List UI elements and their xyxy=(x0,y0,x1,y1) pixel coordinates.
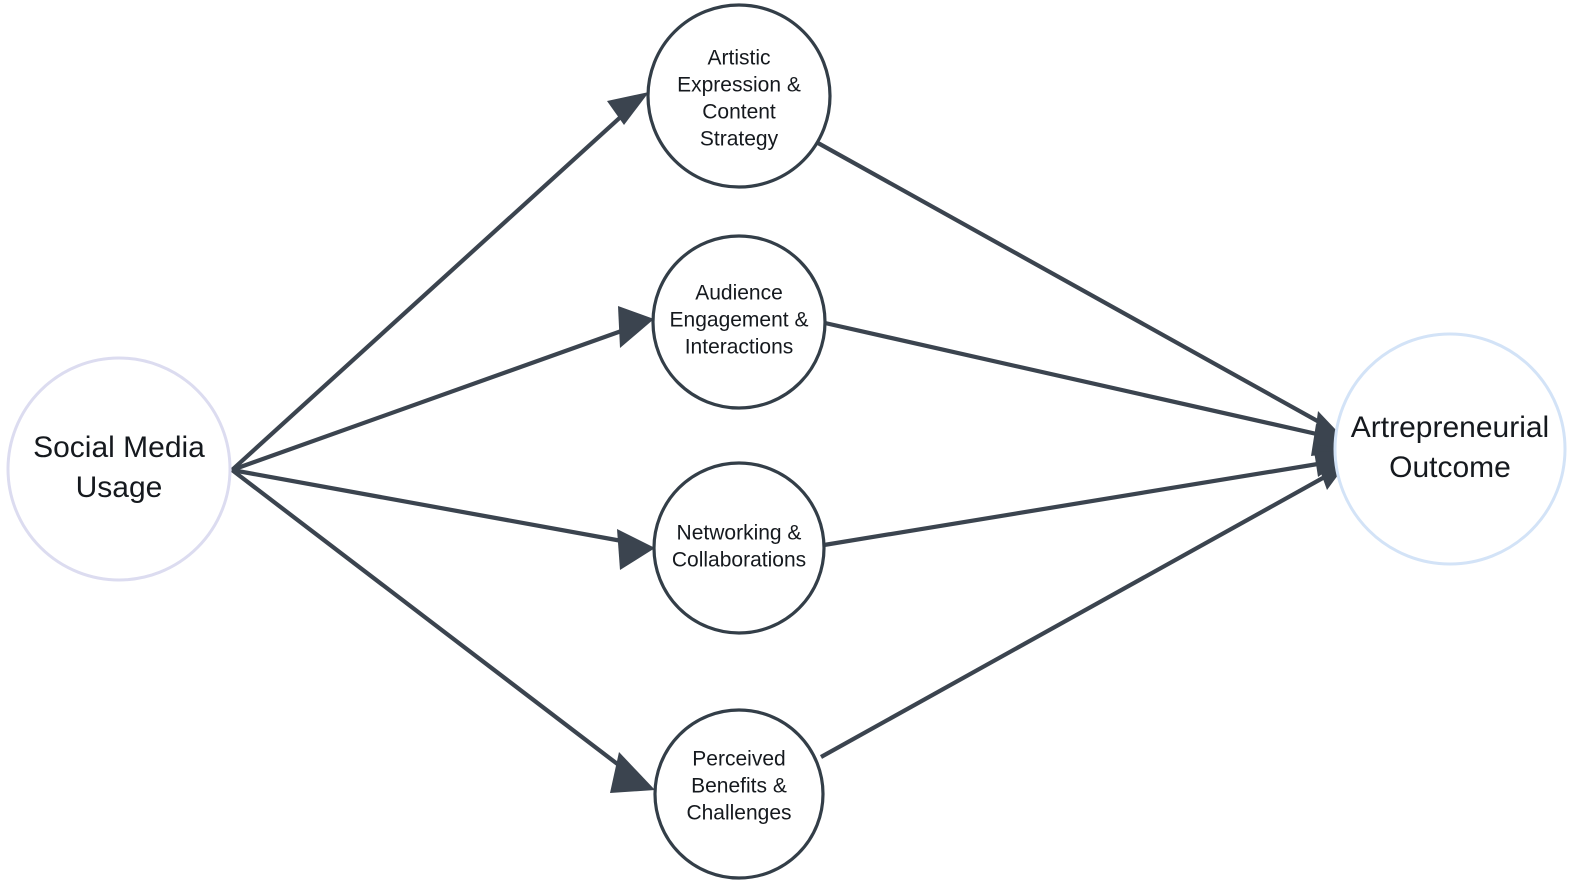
node-label-line: Expression & xyxy=(677,74,801,97)
node-label-line: Benefits & xyxy=(691,775,787,798)
node-artrepreneurial-outcome[interactable]: Artrepreneurial Outcome xyxy=(1333,332,1567,566)
edge-line xyxy=(231,327,628,472)
node-label-line: Usage xyxy=(76,471,163,504)
edge-line xyxy=(230,468,622,768)
edge-line xyxy=(816,141,1332,430)
node-label-line: Challenges xyxy=(686,802,791,825)
node-label-line: Content xyxy=(702,101,776,124)
arrow-head xyxy=(607,92,649,125)
node-label-line: Engagement & xyxy=(670,309,809,332)
node-artistic-expression-content-strategy[interactable]: Artistic Expression & Content Strategy xyxy=(646,3,832,189)
edge-line xyxy=(819,472,1332,759)
node-networking-collaborations[interactable]: Networking & Collaborations xyxy=(652,461,826,635)
edge-artistic-to-outcome[interactable] xyxy=(816,141,1355,450)
edge-line xyxy=(823,459,1331,548)
edges-layer xyxy=(230,92,1355,793)
edge-line xyxy=(230,111,627,472)
node-perceived-benefits-challenges[interactable]: Perceived Benefits & Challenges xyxy=(653,708,825,880)
node-label-line: Outcome xyxy=(1389,451,1511,484)
arrow-head xyxy=(617,529,655,570)
node-label-line: Perceived xyxy=(692,748,785,771)
node-label-line: Artrepreneurial xyxy=(1351,411,1549,444)
arrow-head xyxy=(618,306,654,348)
arrow-head xyxy=(610,752,655,793)
edge-line xyxy=(824,320,1331,440)
node-circle xyxy=(1333,332,1567,566)
node-social-media-usage[interactable]: Social Media Usage xyxy=(6,356,232,582)
node-circle xyxy=(652,461,826,635)
node-label-line: Artistic xyxy=(708,47,771,70)
node-label-line: Collaborations xyxy=(672,549,806,572)
edge-predictor-to-perceived[interactable] xyxy=(230,468,655,793)
edge-predictor-to-audience[interactable] xyxy=(231,306,654,472)
node-circle xyxy=(646,3,832,189)
node-circle xyxy=(653,708,825,880)
edge-line xyxy=(231,467,623,544)
node-label-line: Interactions xyxy=(685,336,794,359)
node-label-line: Social Media xyxy=(33,431,205,464)
node-circle xyxy=(6,356,232,582)
edge-networking-to-outcome[interactable] xyxy=(823,444,1355,548)
edge-predictor-to-networking[interactable] xyxy=(231,467,655,570)
edge-predictor-to-artistic[interactable] xyxy=(230,92,649,472)
node-label-line: Networking & xyxy=(677,522,802,545)
node-audience-engagement-interactions[interactable]: Audience Engagement & Interactions xyxy=(651,234,827,410)
nodes-layer: Social Media Usage Artistic Expression &… xyxy=(6,3,1567,880)
edge-audience-to-outcome[interactable] xyxy=(824,320,1355,456)
node-label-line: Strategy xyxy=(700,128,779,151)
node-circle xyxy=(651,234,827,410)
node-label-line: Audience xyxy=(695,282,783,305)
edge-perceived-to-outcome[interactable] xyxy=(819,451,1355,759)
